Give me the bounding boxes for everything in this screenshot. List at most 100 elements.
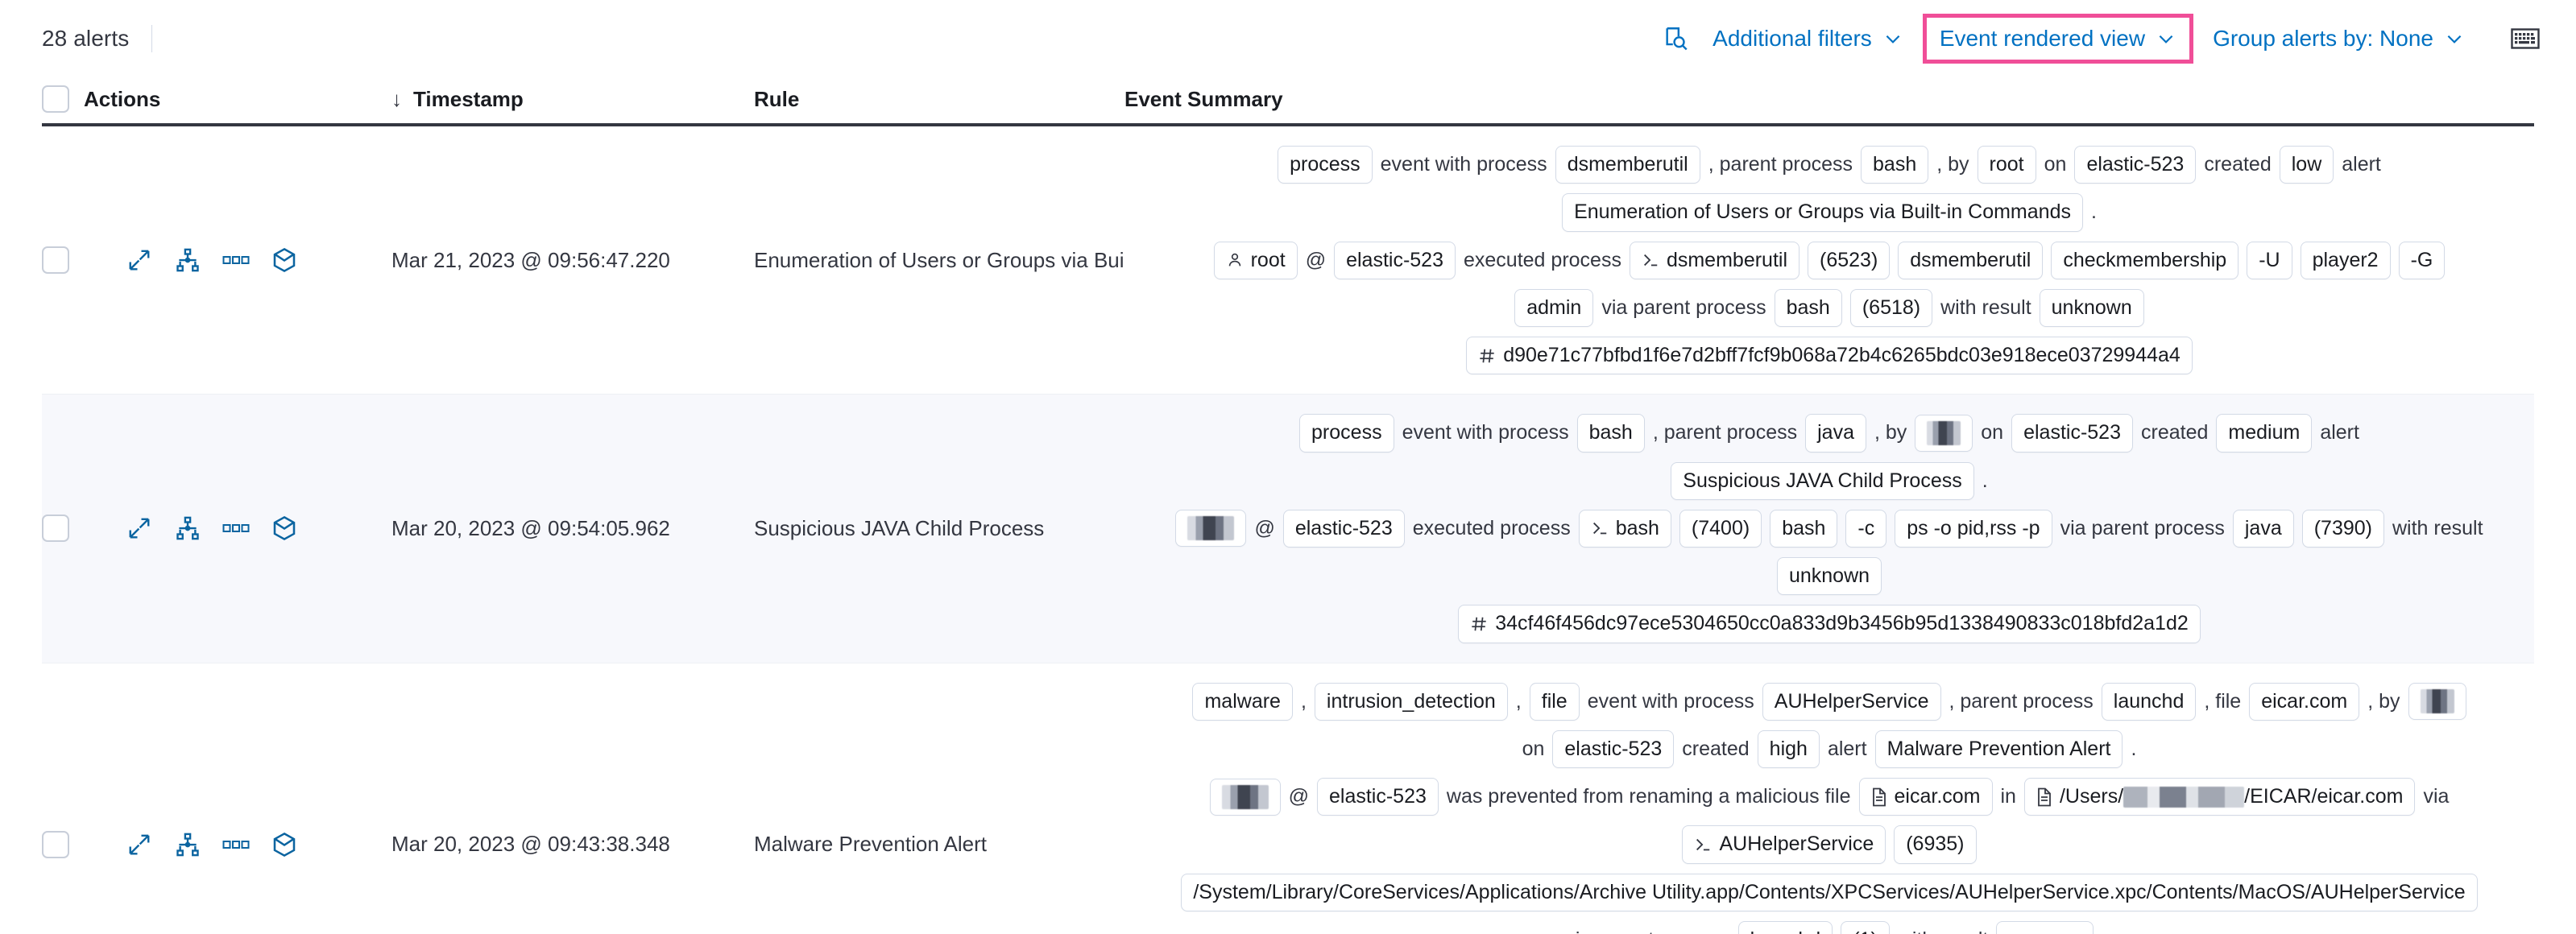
summary-redacted-badge[interactable] bbox=[2408, 683, 2466, 721]
column-header-event-summary[interactable]: Event Summary bbox=[1124, 87, 2534, 112]
summary-value-badge[interactable]: -U bbox=[2247, 241, 2292, 279]
summary-value-badge[interactable]: admin bbox=[1514, 288, 1594, 327]
alerts-toolbar: 28 alerts Additional filters Event rende… bbox=[0, 0, 2576, 76]
summary-redacted-badge[interactable] bbox=[1175, 510, 1247, 548]
summary-text: @ bbox=[1305, 248, 1327, 271]
summary-value-badge[interactable]: ps -o pid,rss -p bbox=[1895, 509, 2052, 548]
summary-value-badge[interactable]: malware bbox=[1192, 682, 1293, 721]
summary-value-badge[interactable]: (7390) bbox=[2301, 509, 2384, 548]
analyze-event-icon[interactable] bbox=[174, 246, 201, 274]
more-actions-icon[interactable] bbox=[222, 246, 250, 274]
summary-value-badge[interactable]: high bbox=[1757, 729, 1820, 768]
summary-value-badge[interactable]: eicar.com bbox=[1858, 778, 1993, 816]
summary-value-badge[interactable]: java bbox=[2232, 509, 2294, 548]
summary-value-badge[interactable]: /System/Library/CoreServices/Application… bbox=[1181, 873, 2478, 911]
summary-value-badge[interactable]: dsmemberutil bbox=[1898, 241, 2044, 279]
summary-value-badge[interactable]: launchd bbox=[1737, 920, 1833, 934]
summary-value-badge[interactable]: 34cf46f456dc97ece5304650cc0a833d9b3456b9… bbox=[1458, 605, 2201, 643]
summary-value-badge[interactable]: launchd bbox=[2101, 682, 2197, 721]
event-rendered-view-button[interactable]: Event rendered view bbox=[1936, 26, 2180, 52]
summary-value-badge[interactable]: (1) bbox=[1841, 920, 1890, 934]
summary-value-badge[interactable]: (7400) bbox=[1679, 509, 1762, 548]
summary-value-badge[interactable]: eicar.com bbox=[2249, 682, 2360, 721]
expand-icon[interactable] bbox=[126, 246, 153, 274]
summary-value-badge[interactable]: AUHelperService bbox=[1762, 682, 1941, 721]
summary-value-badge[interactable]: intrusion_detection bbox=[1314, 682, 1508, 721]
summary-value-badge[interactable]: file bbox=[1529, 682, 1580, 721]
summary-value-badge[interactable]: success bbox=[1996, 920, 2094, 934]
expand-icon[interactable] bbox=[126, 831, 153, 858]
column-header-actions[interactable]: Actions bbox=[84, 87, 391, 112]
summary-value-badge[interactable]: root bbox=[1213, 241, 1298, 279]
summary-value-badge[interactable]: dsmemberutil bbox=[1555, 146, 1700, 184]
summary-value-badge[interactable]: elastic-523 bbox=[1316, 778, 1439, 816]
inspect-query-icon[interactable] bbox=[1655, 17, 1698, 60]
summary-value-badge[interactable]: elastic-523 bbox=[1334, 241, 1456, 279]
summary-value-badge-label: Enumeration of Users or Groups via Built… bbox=[1574, 200, 2071, 224]
expand-icon[interactable] bbox=[126, 515, 153, 542]
row-select-checkbox[interactable] bbox=[42, 830, 69, 858]
summary-value-badge[interactable]: bash bbox=[1576, 414, 1645, 453]
column-header-rule[interactable]: Rule bbox=[754, 87, 1124, 112]
summary-value-badge[interactable]: elastic-523 bbox=[1552, 729, 1675, 768]
summary-value-badge-label: (7400) bbox=[1691, 516, 1750, 539]
session-view-icon[interactable] bbox=[271, 831, 298, 858]
summary-value-badge[interactable]: (6518) bbox=[1849, 288, 1933, 327]
keyboard-shortcuts-icon[interactable] bbox=[2497, 14, 2553, 63]
summary-file-path-badge[interactable]: /Users//EICAR/eicar.com bbox=[2023, 778, 2416, 816]
summary-value-badge[interactable]: player2 bbox=[2300, 241, 2391, 279]
summary-value-badge[interactable]: process bbox=[1278, 146, 1373, 184]
analyze-event-icon[interactable] bbox=[174, 515, 201, 542]
summary-value-badge[interactable]: medium bbox=[2216, 414, 2313, 453]
column-header-rule-label: Rule bbox=[754, 86, 800, 111]
summary-value-badge[interactable]: bash bbox=[1770, 509, 1838, 548]
row-select-checkbox[interactable] bbox=[42, 246, 69, 275]
summary-redacted-badge[interactable] bbox=[1915, 414, 1973, 452]
row-select-checkbox[interactable] bbox=[42, 515, 69, 543]
summary-value-badge-label: AUHelperService bbox=[1774, 689, 1929, 713]
analyze-event-icon[interactable] bbox=[174, 831, 201, 858]
summary-value-badge-label: (6518) bbox=[1862, 295, 1921, 319]
summary-value-badge[interactable]: checkmembership bbox=[2051, 241, 2239, 279]
summary-value-badge[interactable]: root bbox=[1977, 146, 2036, 184]
summary-value-badge[interactable]: unknown bbox=[2039, 288, 2144, 327]
file-icon bbox=[1871, 787, 1887, 807]
summary-value-badge[interactable]: (6935) bbox=[1894, 825, 1977, 864]
summary-value-badge[interactable]: AUHelperService bbox=[1682, 825, 1886, 864]
summary-redacted-badge[interactable] bbox=[1209, 778, 1281, 816]
session-view-icon[interactable] bbox=[271, 515, 298, 542]
summary-value-badge[interactable]: bash bbox=[1578, 509, 1671, 548]
summary-value-badge[interactable]: Suspicious JAVA Child Process bbox=[1671, 461, 1974, 500]
summary-value-badge[interactable]: elastic-523 bbox=[2011, 414, 2133, 453]
summary-value-badge[interactable]: dsmemberutil bbox=[1629, 241, 1800, 279]
summary-value-badge-label: elastic-523 bbox=[1564, 737, 1663, 760]
more-actions-icon[interactable] bbox=[222, 515, 250, 542]
summary-value-badge[interactable]: process bbox=[1299, 414, 1394, 453]
summary-value-badge-label: elastic-523 bbox=[1294, 516, 1393, 539]
summary-value-badge[interactable]: (6523) bbox=[1808, 241, 1891, 279]
summary-value-badge[interactable]: -G bbox=[2398, 241, 2446, 279]
additional-filters-button[interactable]: Additional filters bbox=[1701, 19, 1915, 58]
group-alerts-by-button[interactable]: Group alerts by: None bbox=[2201, 19, 2476, 58]
summary-value-badge[interactable]: Enumeration of Users or Groups via Built… bbox=[1562, 193, 2083, 232]
summary-value-badge[interactable]: low bbox=[2279, 146, 2334, 184]
summary-text: , by bbox=[1936, 153, 1969, 176]
summary-value-badge[interactable]: elastic-523 bbox=[1282, 509, 1405, 548]
column-header-timestamp[interactable]: ↓ Timestamp bbox=[391, 87, 754, 112]
summary-text: via parent process bbox=[2060, 516, 2225, 539]
session-view-icon[interactable] bbox=[271, 246, 298, 274]
summary-value-badge[interactable]: java bbox=[1805, 414, 1866, 453]
summary-value-badge[interactable]: d90e71c77bfbd1f6e7d2bff7fcf9b068a72b4c62… bbox=[1466, 337, 2193, 375]
summary-value-badge[interactable]: bash bbox=[1861, 146, 1929, 184]
summary-value-badge[interactable]: -c bbox=[1845, 509, 1887, 548]
summary-value-badge[interactable]: bash bbox=[1774, 288, 1842, 327]
summary-value-badge[interactable]: unknown bbox=[1776, 557, 1882, 596]
select-all-checkbox[interactable] bbox=[42, 85, 69, 113]
summary-value-badge[interactable]: elastic-523 bbox=[2074, 146, 2197, 184]
summary-value-badge-label: process bbox=[1290, 153, 1360, 176]
summary-value-badge[interactable]: Malware Prevention Alert bbox=[1874, 729, 2123, 768]
more-actions-icon[interactable] bbox=[222, 831, 250, 858]
